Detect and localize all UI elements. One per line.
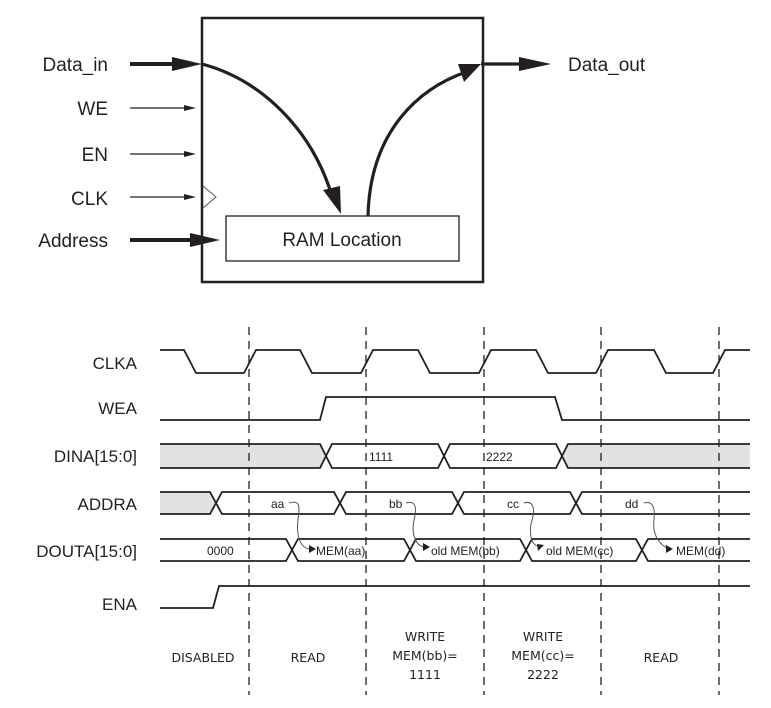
addra-value-bb: bb (389, 497, 403, 511)
dina-bus (160, 443, 750, 469)
svg-text:MEM(cc)=: MEM(cc)= (511, 648, 574, 663)
ram-block-outline (200, 16, 485, 284)
causal-arrowheads (309, 543, 673, 553)
arrow-bb-to-old-mem-bb (405, 501, 428, 548)
arrow-aa-to-mem-aa (288, 501, 312, 550)
en-arrow (130, 151, 196, 157)
signal-label-douta: DOUTA[15:0] (36, 542, 137, 561)
douta-value-old-mem-cc: old MEM(cc) (546, 544, 613, 558)
addra-value-aa: aa (271, 497, 285, 511)
write-path-arrow (201, 62, 341, 214)
svg-text:1111: 1111 (409, 667, 441, 682)
dina-undefined-region-start (160, 444, 326, 468)
addra-undefined-region (160, 492, 216, 514)
douta-value-old-mem-bb: old MEM(bb) (431, 544, 500, 558)
douta-bus (160, 538, 750, 562)
signal-label-ena: ENA (102, 595, 138, 614)
signal-label-addra: ADDRA (77, 495, 137, 514)
block-diagram: RAM Location Data_in WE EN CLK Address (38, 16, 646, 284)
addra-bus (160, 491, 750, 515)
data-in-arrow (130, 57, 202, 71)
svg-text:MEM(bb)=: MEM(bb)= (392, 648, 458, 663)
clock-input-triangle-icon (202, 185, 217, 209)
addra-value-cc: cc (507, 497, 519, 511)
input-label-we: WE (77, 99, 108, 120)
phase-label-write-bb: WRITE MEM(bb)= 1111 (392, 629, 458, 682)
data-out-arrow (481, 57, 551, 71)
signal-label-dina: DINA[15:0] (54, 447, 137, 466)
phase-label-read-2: READ (644, 650, 679, 665)
dina-undefined-region-end (562, 444, 750, 468)
output-label-data-out: Data_out (568, 55, 646, 76)
input-label-en: EN (82, 145, 108, 166)
phase-label-write-cc: WRITE MEM(cc)= 2222 (511, 629, 574, 682)
douta-value-mem-aa: MEM(aa) (316, 544, 365, 558)
clk-arrow (130, 194, 196, 200)
ram-location-box (225, 215, 460, 262)
clka-waveform (160, 349, 750, 374)
svg-text:WRITE: WRITE (405, 629, 445, 644)
we-arrow (130, 105, 196, 111)
dina-value-2: 2222 (486, 450, 513, 464)
input-label-clk: CLK (71, 189, 108, 210)
input-label-data-in: Data_in (43, 55, 109, 76)
svg-text:2222: 2222 (527, 667, 559, 682)
signal-label-wea: WEA (98, 399, 137, 418)
phase-label-disabled: DISABLED (171, 650, 234, 665)
causal-arrows (288, 501, 671, 550)
signal-label-clka: CLKA (93, 354, 138, 373)
arrow-cc-to-old-mem-cc (523, 501, 542, 547)
phase-label-read-1: READ (291, 650, 326, 665)
douta-value-0000: 0000 (207, 544, 234, 558)
wea-waveform (160, 396, 750, 421)
svg-text:WRITE: WRITE (523, 629, 563, 644)
read-path-arrow (366, 64, 481, 217)
input-label-address: Address (38, 231, 108, 252)
dina-value-1: 1111 (369, 450, 393, 464)
douta-value-mem-dd: MEM(dd) (676, 544, 725, 558)
arrow-dd-to-mem-dd (643, 501, 671, 550)
address-arrow (130, 233, 220, 247)
ram-location-label: RAM Location (282, 230, 401, 251)
timing-diagram: CLKA WEA DINA[15:0] ADDRA DOUTA[15:0] EN… (36, 327, 750, 695)
clock-edge-markers (248, 327, 720, 695)
addra-value-dd: dd (625, 497, 638, 511)
